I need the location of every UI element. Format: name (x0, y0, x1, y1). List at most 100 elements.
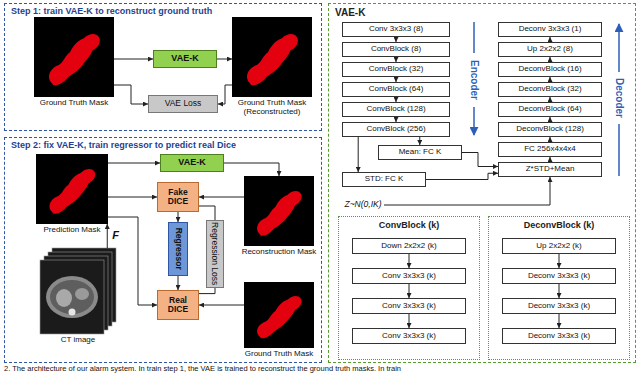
box-label: Real DICE (158, 296, 198, 315)
ct-picture (40, 248, 116, 334)
illustration-part (40, 260, 104, 334)
layer-box: Z*STD+Mean (498, 162, 602, 177)
axis-label: Decoder (614, 78, 625, 118)
mask-image: Ground Truth Mask (244, 282, 314, 348)
layer-box: Mean: FC K (378, 145, 462, 160)
mask-image: Reconstruction Mask (244, 176, 314, 246)
connector (218, 85, 232, 104)
connector (559, 314, 560, 328)
loss-box: Regression Loss (206, 220, 224, 288)
mask-image: Ground Truth Mask (34, 17, 114, 97)
mask-picture (34, 17, 114, 97)
box-label: Deconv 3x3x3 (1) (519, 25, 582, 34)
illustration-part (46, 276, 98, 318)
box-label: Regressor (173, 228, 182, 270)
illustration-part (257, 191, 302, 236)
layer-box: ConvBlock (256) (342, 122, 450, 137)
connector (178, 212, 179, 222)
step-panel: Step 1: train VAE-K to reconstruct groun… (4, 3, 322, 131)
box-label: VAE Loss (165, 99, 202, 108)
box-label: Up 2x2x2 (k) (536, 242, 581, 251)
connector (199, 288, 215, 294)
box-label: Deconv 3x3x3 (k) (528, 332, 590, 341)
layer-box: DeconvBlock (128) (498, 122, 602, 137)
box-label: DeconvBlock (16) (518, 65, 581, 74)
box-label: DeconvBlock (32) (518, 85, 581, 94)
box-label: Regression Loss (210, 222, 219, 285)
layer-box: Deconv 3x3x3 (k) (502, 268, 616, 284)
box-label: VAE-K (178, 158, 205, 168)
panel-title: VAE-K (329, 4, 635, 18)
layer-box: Conv 3x3x3 (8) (342, 22, 450, 37)
connector (178, 276, 179, 290)
distribution-node: Z~N(0,IK) (342, 198, 384, 212)
connector (114, 85, 148, 104)
layer-box: Conv 3x3x3 (k) (352, 268, 466, 284)
image-label: CT image (28, 336, 128, 345)
layer-box: DeconvBlock (64) (498, 102, 602, 117)
box-label: ConvBlock (128) (366, 105, 425, 114)
panel-title: Step 1: train VAE-K to reconstruct groun… (5, 4, 321, 17)
box-label: Deconv 3x3x3 (k) (528, 272, 590, 281)
illustration-part (56, 289, 72, 307)
illustration-part (75, 288, 89, 300)
layer-box: DeconvBlock (16) (498, 62, 602, 77)
connector (462, 153, 498, 167)
connector (419, 137, 420, 145)
model-box: VAE-K (160, 154, 224, 172)
connector (199, 206, 215, 220)
illustration-part (618, 124, 620, 176)
direction-arrows (474, 22, 619, 176)
box-label: Conv 3x3x3 (k) (382, 272, 436, 281)
mask-picture (244, 176, 314, 246)
illustration-part (473, 22, 475, 53)
box-label: Fake DICE (158, 188, 198, 207)
box-label: Conv 3x3x3 (k) (382, 332, 436, 341)
box-label: Conv 3x3x3 (8) (369, 25, 423, 34)
metric-box: Real DICE (157, 290, 199, 320)
layer-box: STD: FC K (342, 172, 426, 187)
box-label: ConvBlock (32) (369, 65, 424, 74)
illustration-part (244, 176, 314, 246)
connector (409, 284, 410, 298)
panel-title: Step 2: fix VAE-K, train regressor to pr… (5, 138, 321, 151)
box-label: ConvBlock (64) (369, 85, 424, 94)
illustration-part (244, 282, 314, 348)
connector (199, 305, 244, 306)
layer-box: ConvBlock (32) (342, 62, 450, 77)
layer-box: Down 2x2x2 (k) (352, 238, 466, 254)
layer-box: ConvBlock (8) (342, 42, 450, 57)
box-label: ConvBlock (256) (366, 125, 425, 134)
box-label: ConvBlock (8) (371, 45, 421, 54)
figure-caption: 2. The architecture of our alarm system.… (4, 365, 401, 373)
connector (358, 137, 359, 172)
mask-image: Prediction Mask (36, 154, 108, 224)
box-label: VAE-K (171, 54, 198, 64)
box-label: DeconvBlock (128) (516, 125, 584, 134)
layer-box: ConvBlock (128) (342, 102, 450, 117)
edge-label: F (111, 229, 120, 241)
connector (426, 173, 498, 179)
layer-box: Deconv 3x3x3 (1) (498, 22, 602, 37)
box-label: DeconvBlock (64) (518, 105, 581, 114)
box-label: Up 2x2x2 (8) (527, 45, 573, 54)
layer-box: Up 2x2x2 (8) (498, 42, 602, 57)
panel-title: DeconvBlock (k) (489, 217, 629, 231)
box-label: Conv 3x3x3 (k) (382, 302, 436, 311)
layer-box: ConvBlock (64) (342, 82, 450, 97)
image-label: Reconstruction Mask (232, 248, 326, 257)
box-label: Z*STD+Mean (526, 165, 575, 174)
step-panel: Step 2: fix VAE-K, train regressor to pr… (4, 137, 322, 363)
connector (199, 197, 244, 198)
layer-box: Up 2x2x2 (k) (502, 238, 616, 254)
box-label: STD: FC K (365, 175, 404, 184)
box-label: Down 2x2x2 (k) (381, 242, 437, 251)
connector (559, 254, 560, 268)
metric-box: Fake DICE (157, 182, 199, 212)
connector (409, 314, 410, 328)
layer-box: Conv 3x3x3 (k) (352, 328, 466, 344)
illustration-part (49, 34, 100, 85)
layer-box: FC 256x4x4x4 (498, 142, 602, 157)
ct-image: CT image (40, 248, 116, 334)
